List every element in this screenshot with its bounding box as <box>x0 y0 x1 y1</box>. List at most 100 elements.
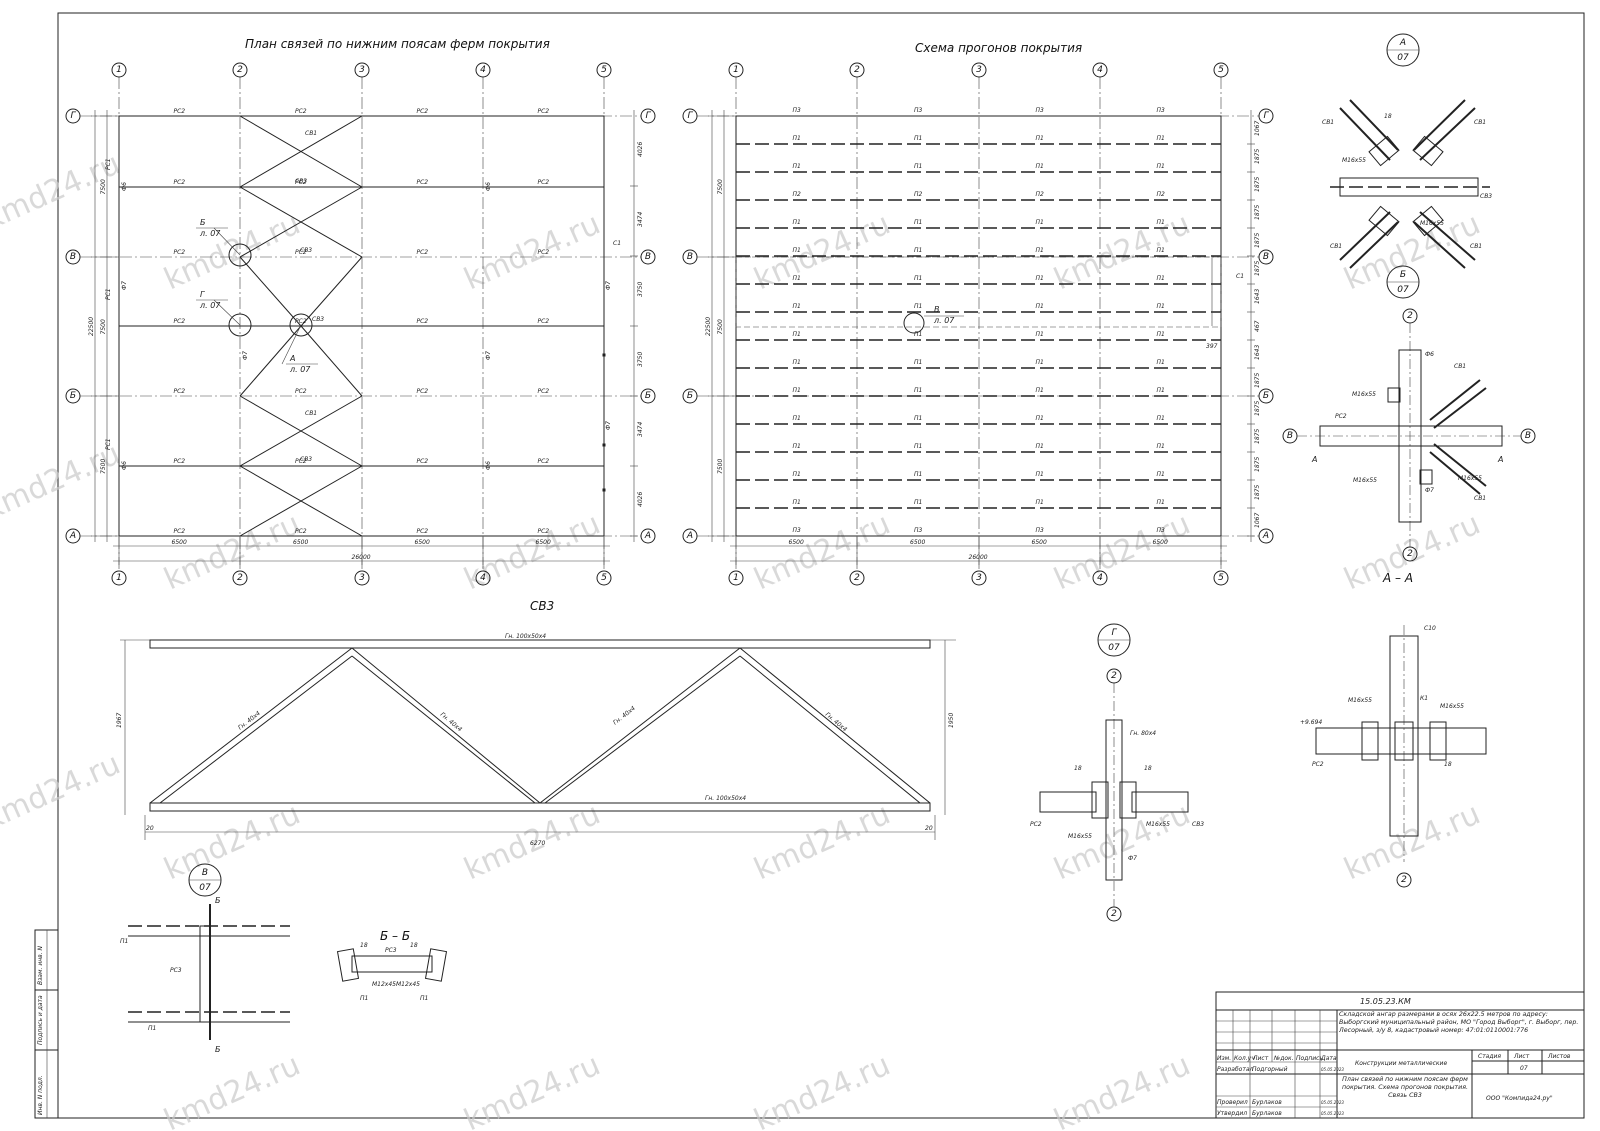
axis-bubble <box>640 249 656 265</box>
plan-left: План связей по нижним поясам ферм покрыт… <box>65 37 656 586</box>
strut-label: РС2 <box>174 179 186 186</box>
node-g-weld-1: 18 <box>1074 765 1082 772</box>
axis-tie-label: Ф6 <box>485 182 492 191</box>
stamp-stage-label: Стадия <box>1478 1053 1501 1060</box>
node-a-brace-4: СВ1 <box>1470 243 1482 250</box>
strut-label: РС2 <box>417 108 429 115</box>
axis-label: 1 <box>116 573 122 583</box>
axis-label: 4 <box>1097 65 1103 75</box>
purlin-label: П1 <box>793 443 801 450</box>
strut-label: РС2 <box>417 458 429 465</box>
axis-bubble <box>354 62 370 78</box>
purlin-label: П1 <box>1036 331 1044 338</box>
purlin-label: П1 <box>1157 247 1165 254</box>
node-g-axis-bottom: 2 <box>1111 909 1117 919</box>
node-a-bolt-1: М16х55 <box>1342 157 1366 164</box>
bracing-labels: СВ1 СВ3 СВ3 СВ3 СВ3 СВ1 <box>295 130 324 463</box>
watermark-text: kmd24.ru <box>0 746 125 837</box>
stamp-date-0: 05.05.2023 <box>1321 1067 1344 1072</box>
purlin-label: П2 <box>1036 191 1045 198</box>
axis-label: Г <box>1263 111 1269 121</box>
node-b-tie: Ф6 <box>1425 351 1434 358</box>
node-b-axis-top: 2 <box>1407 311 1413 321</box>
callout-b-sheet: л. 07 <box>199 229 221 238</box>
strut-label: РС2 <box>174 108 186 115</box>
node-v-purlin-1: П1 <box>120 938 128 945</box>
watermark-text: kmd24.ru <box>459 506 605 597</box>
watermark-text: kmd24.ru <box>459 206 605 297</box>
stamp-head-5: Дата <box>1320 1055 1337 1062</box>
purlin-label: П1 <box>1036 415 1044 422</box>
node-v-cut-bottom: Б <box>215 1045 221 1054</box>
section-bb-purlin-1: П1 <box>360 995 368 1002</box>
axis-label: В <box>645 252 651 262</box>
purlin-label: П1 <box>1036 471 1044 478</box>
strut-label: РС2 <box>174 318 186 325</box>
side-stamp: Инв. N подл. Подпись и дата Взам. инв. N <box>34 929 59 1119</box>
dim-value: 1875 <box>1254 149 1261 164</box>
brace-long-label: СВ3 <box>295 178 307 185</box>
purlin-label: П1 <box>793 303 801 310</box>
axis-bubble <box>475 62 491 78</box>
dim-value: 3750 <box>637 282 644 297</box>
dim-value: 6500 <box>172 539 187 546</box>
stamp-date-2: 05.05.2023 <box>1321 1111 1344 1116</box>
purlin-label: П1 <box>793 499 801 506</box>
axis-label: В <box>687 252 693 262</box>
node-aa-axis: 2 <box>1401 875 1407 885</box>
node-a-tie: СВ3 <box>1480 193 1492 200</box>
dim-value: 1875 <box>1254 401 1261 416</box>
watermark-text: kmd24.ru <box>1339 206 1485 297</box>
strut-label: РС2 <box>538 528 550 535</box>
axis-label: 4 <box>1097 573 1103 583</box>
strut-label: РС2 <box>538 458 550 465</box>
strut-label: РС2 <box>295 318 307 325</box>
purlin-label: П1 <box>1157 387 1165 394</box>
purlin-label: П1 <box>1036 443 1044 450</box>
column-label: Ф7 <box>605 281 612 290</box>
node-mark <box>602 488 606 492</box>
node-b-strut: РС2 <box>1335 413 1347 420</box>
axis-bubble <box>682 528 698 544</box>
axis-bubble <box>640 528 656 544</box>
node-aa-cap: С10 <box>1424 625 1436 632</box>
svz-title: СВ3 <box>530 599 554 613</box>
node-mark <box>602 353 606 357</box>
axis-bubble <box>232 570 248 586</box>
dim-value: 3474 <box>637 212 644 227</box>
dim-value: 3474 <box>637 422 644 437</box>
stamp-sheet-no: 07 <box>1520 1065 1528 1072</box>
node-aa-bolt-2: М16х55 <box>1440 703 1464 710</box>
axis-label: Г <box>687 111 693 121</box>
node-b-brace-1: СВ1 <box>1454 363 1466 370</box>
purlin-label: П1 <box>914 387 922 394</box>
purlin-label: П1 <box>914 303 922 310</box>
column-label: Ф7 <box>121 281 128 290</box>
callout-v-letter: В <box>934 305 940 314</box>
axis-label: 1 <box>733 65 739 75</box>
node-g-col: Ф7 <box>1128 855 1137 862</box>
dim-value: 467 <box>1254 320 1261 332</box>
stamp-head-0: Изм. <box>1217 1055 1231 1062</box>
axis-label: 2 <box>854 65 860 75</box>
strut-label: РС2 <box>295 388 307 395</box>
purlin-label: П3 <box>1036 527 1045 534</box>
purlin-label: П1 <box>1157 163 1165 170</box>
brace-long-label-3: СВ3 <box>312 316 324 323</box>
node-b-axis-bottom: 2 <box>1407 549 1413 559</box>
strut-label: РС2 <box>295 528 307 535</box>
strut-label: РС2 <box>174 249 186 256</box>
svz-height-right: 1950 <box>948 713 955 728</box>
strut-label: РС2 <box>538 388 550 395</box>
axis-label: А <box>686 531 693 541</box>
svz-truss: СВ3 Гн. 100х50х4 Гн. 100х50х4 Гн. 40х4 Г… <box>116 599 956 847</box>
node-b-cut-right: А <box>1497 455 1503 464</box>
axis-bubble <box>971 570 987 586</box>
purlin-label: П1 <box>793 275 801 282</box>
axis-bubble <box>1213 570 1229 586</box>
node-a-letter: А <box>1399 38 1406 48</box>
plan-right-col-label: С1 <box>1236 273 1244 280</box>
strut-label: РС2 <box>417 249 429 256</box>
purlin-label: П3 <box>793 107 802 114</box>
